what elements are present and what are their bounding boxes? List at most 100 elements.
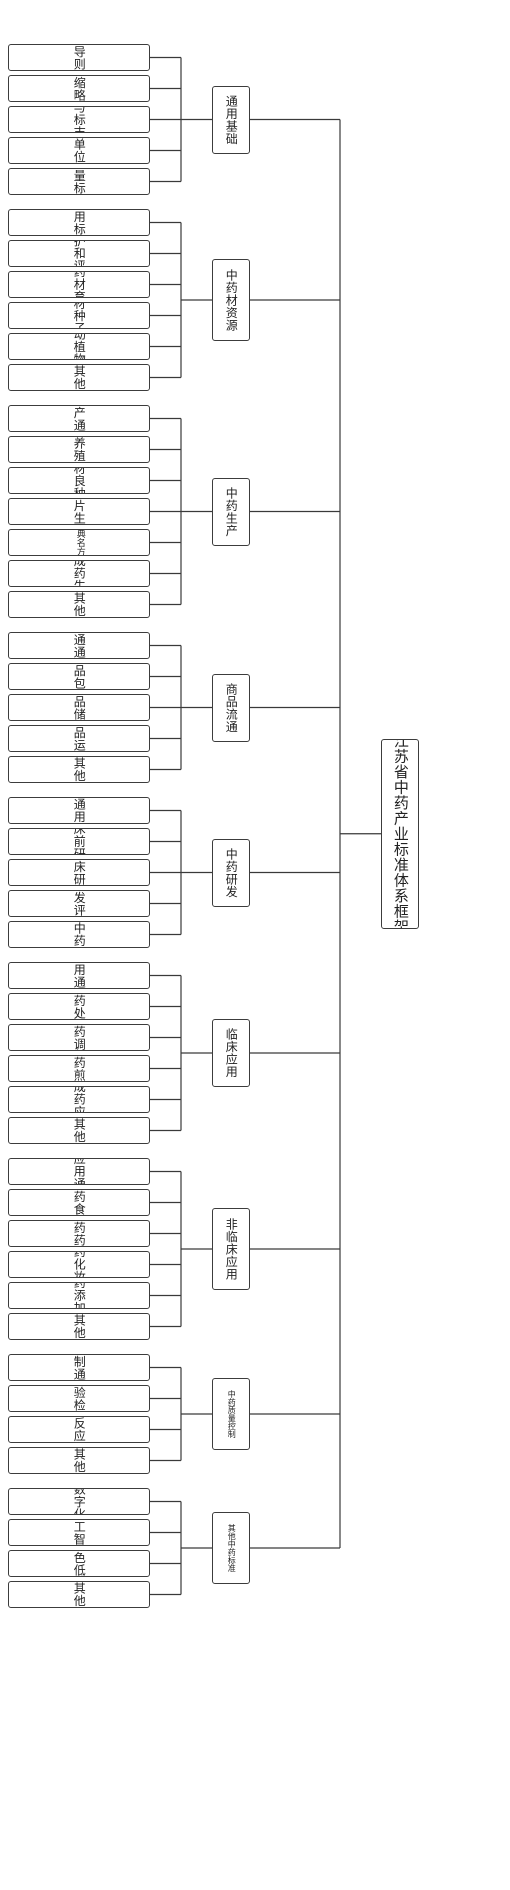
leaf-node: 中药处方	[8, 993, 150, 1020]
leaf-node: 中药煎服	[8, 1055, 150, 1082]
leaf-node: 人工智能	[8, 1519, 150, 1546]
leaf-node: 标准化导则与指南	[8, 44, 150, 71]
leaf-node: 质量控制通用标准	[8, 1354, 150, 1381]
leaf-node-label: 非临床应用通用标准	[72, 1159, 86, 1184]
leaf-node: 测量标准	[8, 168, 150, 195]
leaf-node: 中药材种子种苗	[8, 302, 150, 329]
leaf-node-label: 中药生产通用标准	[72, 406, 86, 431]
leaf-node: 研发评价	[8, 890, 150, 917]
leaf-node-label: 其他	[72, 1582, 87, 1607]
category-node: 中药研发	[212, 838, 250, 907]
leaf-node: 商品储存	[8, 694, 150, 721]
leaf-node-label: 中药材育种	[72, 272, 86, 297]
leaf-node: 商品运输	[8, 725, 150, 752]
leaf-node: 其他	[8, 756, 150, 783]
leaf-node: 研发通用标准	[8, 797, 150, 824]
category-node-label: 中药质量控制	[227, 1390, 237, 1438]
category-node: 非临床应用	[212, 1208, 250, 1290]
leaf-node-label: 数字化	[72, 1488, 87, 1515]
root-node: 江苏省中药产业标准体系框架	[381, 738, 419, 929]
leaf-node: 保护和评价	[8, 240, 150, 267]
leaf-node: 其他	[8, 1117, 150, 1144]
leaf-node: 提取物经典名方配方颗粒	[8, 529, 150, 556]
leaf-node-label: 药用动植物基源	[72, 334, 86, 359]
leaf-node-label: 中药饮片生产炮制	[72, 499, 86, 524]
leaf-node: 不良反应监测	[8, 1416, 150, 1443]
category-node-label: 中药生产	[224, 486, 239, 537]
category-node: 中药质量控制	[212, 1378, 250, 1450]
leaf-node: 中药化妆品	[8, 1251, 150, 1278]
leaf-node: 符号与标志标准	[8, 106, 150, 133]
leaf-node-label: 商品包装	[72, 663, 87, 690]
category-node-label: 临床应用	[224, 1028, 239, 1078]
category-node-label: 中药研发	[224, 847, 239, 898]
root-node-label: 江苏省中药产业标准体系框架	[391, 738, 410, 929]
leaf-node: 中药饮片生产炮制	[8, 498, 150, 525]
category-node: 中药生产	[212, 477, 250, 546]
leaf-node-label: 临床前研究	[72, 829, 86, 854]
leaf-node-label: 中药煎服	[72, 1055, 87, 1082]
leaf-node-label: 人工智能	[72, 1519, 87, 1546]
leaf-node: 中药添加剂	[8, 1282, 150, 1309]
category-node-label: 商品流通	[224, 682, 239, 733]
leaf-node-label: 不良反应监测	[72, 1417, 86, 1442]
leaf-node: 商品包装	[8, 663, 150, 690]
leaf-node-label: 其他中药研发	[72, 922, 86, 947]
leaf-node: 其他	[8, 364, 150, 391]
leaf-node-label: 量和单位标准	[72, 138, 86, 163]
leaf-node-label: 其他	[72, 1314, 87, 1339]
leaf-node-label: 中药材良种繁育	[72, 468, 86, 493]
leaf-node: 非临床应用通用标准	[8, 1158, 150, 1185]
leaf-node: 其他	[8, 1581, 150, 1608]
category-node-label: 通用基础	[224, 94, 239, 145]
leaf-node-label: 绿色低碳	[72, 1550, 87, 1577]
leaf-node-label: 其他	[72, 1118, 87, 1143]
leaf-node: 数字化	[8, 1488, 150, 1515]
leaf-node-label: 中药食疗	[72, 1189, 87, 1216]
leaf-node: 中药生产通用标准	[8, 405, 150, 432]
leaf-node-label: 其他	[72, 365, 87, 390]
leaf-node-label: 研发通用标准	[72, 798, 86, 823]
leaf-node-label: 其他	[72, 757, 87, 782]
leaf-node-label: 中药化妆品	[72, 1252, 86, 1277]
leaf-node-label: 中药材种子种苗	[72, 303, 86, 328]
leaf-node-label: 其他	[72, 1448, 87, 1473]
leaf-node-label: 中药处方	[72, 993, 87, 1020]
leaf-node-label: 符号与标志标准	[72, 107, 86, 132]
leaf-node: 其他	[8, 591, 150, 618]
leaf-node-label: 临床研究	[72, 859, 87, 886]
leaf-node: 绿色低碳	[8, 1550, 150, 1577]
leaf-node: 临床前研究	[8, 828, 150, 855]
leaf-node: 中药材育种	[8, 271, 150, 298]
leaf-node: 检验检测	[8, 1385, 150, 1412]
category-node-label: 中药材资源	[224, 268, 239, 332]
category-node-label: 其他中药标准	[227, 1524, 237, 1572]
category-node: 通用基础	[212, 85, 250, 154]
category-node: 商品流通	[212, 673, 250, 742]
leaf-node-label: 研发评价	[72, 890, 87, 917]
leaf-node: 量和单位标准	[8, 137, 150, 164]
leaf-node-label: 测量标准	[72, 168, 87, 195]
leaf-node-label: 商品储存	[72, 694, 87, 721]
leaf-node-label: 中成药应用	[72, 1087, 86, 1112]
leaf-node: 其他中药研发	[8, 921, 150, 948]
leaf-node-label: 标准化导则与指南	[72, 45, 86, 70]
leaf-node-label: 临床应用通用标准	[72, 963, 86, 988]
leaf-node: 临床研究	[8, 859, 150, 886]
leaf-node-label: 中药添加剂	[72, 1283, 86, 1308]
leaf-node-label: 提取物经典名方配方颗粒	[74, 530, 85, 555]
leaf-node-label: 质量控制通用标准	[72, 1355, 86, 1380]
category-node: 临床应用	[212, 1019, 250, 1087]
leaf-node-label: 商品流通通用标准	[72, 633, 86, 658]
leaf-node-label: 中药药膳	[72, 1220, 87, 1247]
leaf-node: 药用动植物基源	[8, 333, 150, 360]
leaf-node-label: 中成药生产	[72, 561, 86, 586]
leaf-node: 其他	[8, 1447, 150, 1474]
leaf-node: 通用标准	[8, 209, 150, 236]
leaf-node-label: 中药调配	[72, 1024, 87, 1051]
leaf-node-label: 种植养殖采收	[72, 437, 86, 462]
leaf-node: 中药药膳	[8, 1220, 150, 1247]
leaf-node-label: 检验检测	[72, 1385, 87, 1412]
